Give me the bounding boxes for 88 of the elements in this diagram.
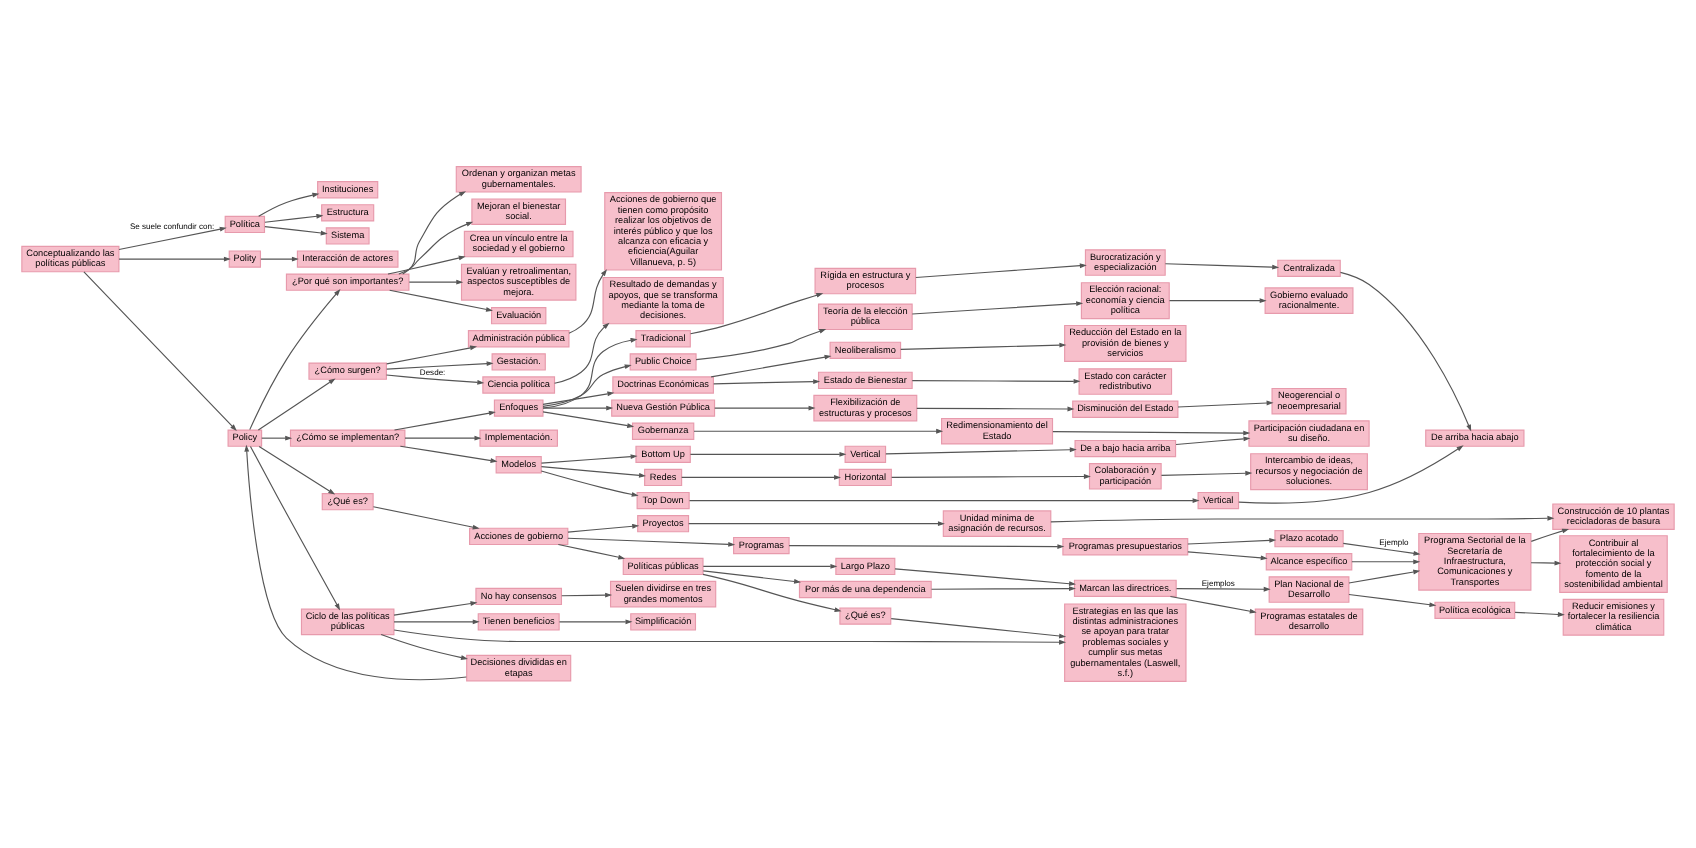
- arrow: [1169, 595, 1257, 614]
- arrow: [542, 364, 632, 407]
- arrow: [1530, 528, 1570, 542]
- arrow: [264, 226, 328, 236]
- arrow: [1050, 515, 1555, 523]
- arrow: [900, 342, 1067, 350]
- arrow: [702, 570, 802, 584]
- arrow: [911, 378, 1081, 384]
- arrow: [540, 466, 646, 478]
- arrow: [788, 544, 1065, 549]
- arrow: [386, 361, 494, 370]
- arrow: [689, 451, 847, 457]
- arrow: [404, 435, 482, 441]
- arrow: [558, 619, 633, 625]
- arrow: [567, 537, 736, 547]
- arrow: [714, 405, 816, 411]
- arrow: [402, 191, 467, 275]
- arrow: [249, 445, 341, 611]
- arrow: [1177, 400, 1274, 408]
- arrow: [1514, 611, 1565, 617]
- arrow: [393, 619, 480, 625]
- arrow: [380, 634, 468, 660]
- arrow: [890, 618, 1067, 639]
- arrow: [1187, 537, 1277, 545]
- arrow: [554, 322, 610, 384]
- arrow: [567, 523, 640, 533]
- arrow: [702, 563, 838, 569]
- arrow: [1164, 263, 1280, 270]
- arrow: [713, 379, 821, 385]
- arrow: [688, 521, 945, 527]
- arrow: [681, 475, 842, 480]
- arrow: [688, 498, 1200, 503]
- arrow: [387, 255, 466, 275]
- arrow: [702, 573, 842, 612]
- arrow: [1530, 560, 1562, 566]
- arrow: [542, 391, 615, 405]
- arrow: [258, 445, 336, 495]
- arrow: [557, 543, 626, 560]
- arrow: [1238, 445, 1464, 504]
- arrow: [540, 470, 639, 497]
- arrow: [258, 192, 320, 217]
- arrow: [393, 410, 496, 431]
- arrow: [1348, 593, 1437, 608]
- arrow: [264, 213, 324, 223]
- arrow: [542, 337, 638, 409]
- arrow: [386, 345, 478, 365]
- arrow: [393, 601, 478, 616]
- arrow: [385, 374, 485, 385]
- arrow: [244, 444, 467, 681]
- arrow: [1175, 586, 1271, 592]
- arrow: [399, 445, 498, 463]
- arrow: [118, 256, 231, 262]
- arrow: [389, 289, 493, 312]
- arrow: [393, 629, 1067, 645]
- arrow: [710, 354, 832, 378]
- arrow: [1339, 271, 1472, 432]
- arrow: [1351, 559, 1421, 565]
- arrow: [1187, 551, 1268, 561]
- arrow: [118, 226, 227, 251]
- arrow: [261, 435, 293, 441]
- arrow: [408, 279, 464, 285]
- arrow: [930, 586, 1076, 592]
- arrow: [1168, 298, 1267, 304]
- arrow: [885, 447, 1077, 455]
- arrow: [1175, 436, 1251, 446]
- arrow: [257, 378, 336, 431]
- arrow: [568, 269, 608, 334]
- arrow: [695, 329, 827, 361]
- arrow: [1052, 430, 1251, 436]
- arrow: [542, 411, 635, 428]
- arrow: [693, 428, 944, 434]
- arrow: [911, 301, 1084, 315]
- arrow: [1160, 470, 1253, 476]
- arrow: [540, 454, 638, 464]
- arrow: [561, 592, 613, 598]
- arrow: [916, 406, 1075, 412]
- arrow: [83, 271, 237, 432]
- arrow: [894, 568, 1076, 587]
- arrow: [260, 256, 299, 262]
- arrow: [398, 221, 474, 275]
- arrow: [249, 289, 341, 431]
- arrow: [542, 405, 614, 411]
- arrow: [1342, 542, 1421, 556]
- arrow: [1348, 569, 1421, 584]
- arrow: [372, 506, 480, 530]
- arrow: [915, 263, 1087, 279]
- arrow: [891, 474, 1091, 479]
- arrow: [689, 292, 824, 335]
